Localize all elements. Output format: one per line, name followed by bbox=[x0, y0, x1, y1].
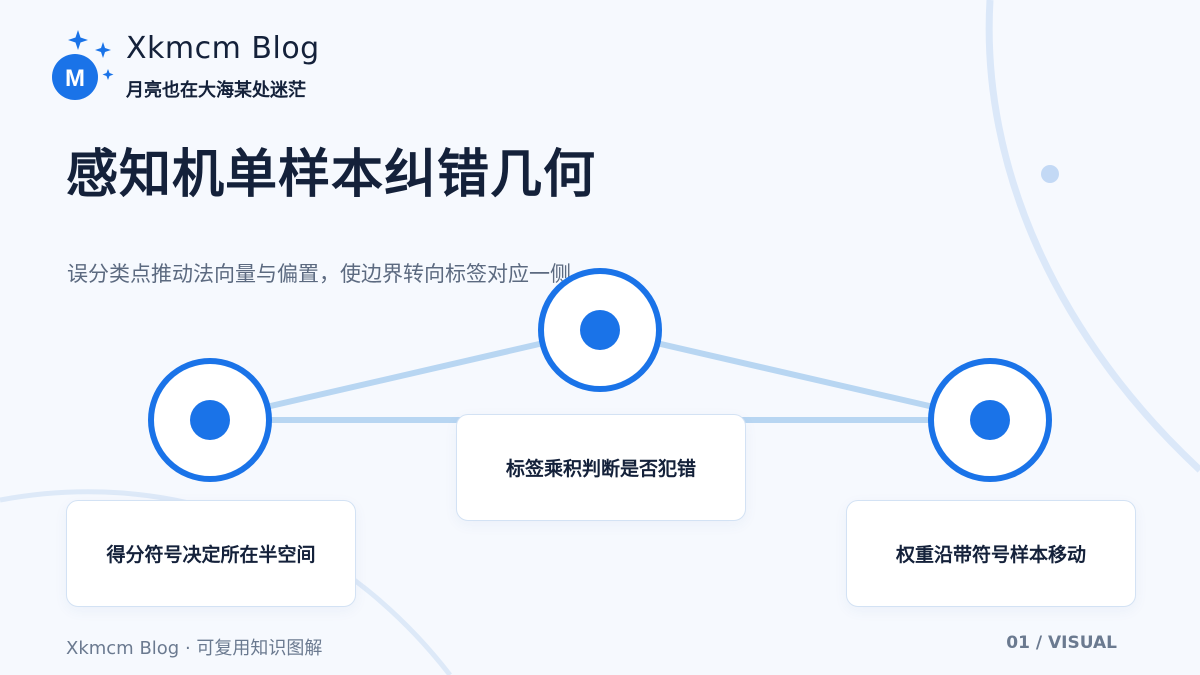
brand-tagline: 月亮也在大海某处迷茫 bbox=[126, 80, 306, 101]
node-card-left: 得分符号决定所在半空间 bbox=[66, 500, 356, 607]
node-card-center: 标签乘积判断是否犯错 bbox=[456, 414, 746, 521]
logo-icon: M bbox=[52, 30, 114, 100]
connector-center-right bbox=[599, 327, 991, 423]
node-center bbox=[538, 268, 662, 392]
footer-source: Xkmcm Blog · 可复用知识图解 bbox=[66, 638, 323, 659]
node-core bbox=[580, 310, 620, 350]
node-core bbox=[190, 400, 230, 440]
page-subtitle: 误分类点推动法向量与偏置，使边界转向标签对应一侧 bbox=[67, 262, 571, 286]
sparkle-icon bbox=[68, 30, 114, 80]
node-left bbox=[148, 358, 272, 482]
logo-letter: M bbox=[65, 65, 85, 92]
page-title: 感知机单样本纠错几何 bbox=[66, 145, 597, 205]
brand-name: Xkmcm Blog bbox=[126, 31, 320, 66]
footer-page-label: 01 / VISUAL bbox=[1006, 633, 1117, 653]
logo-badge bbox=[52, 54, 98, 100]
connector-left-center bbox=[209, 327, 601, 423]
node-core bbox=[970, 400, 1010, 440]
node-card-right: 权重沿带符号样本移动 bbox=[846, 500, 1136, 607]
node-right bbox=[928, 358, 1052, 482]
